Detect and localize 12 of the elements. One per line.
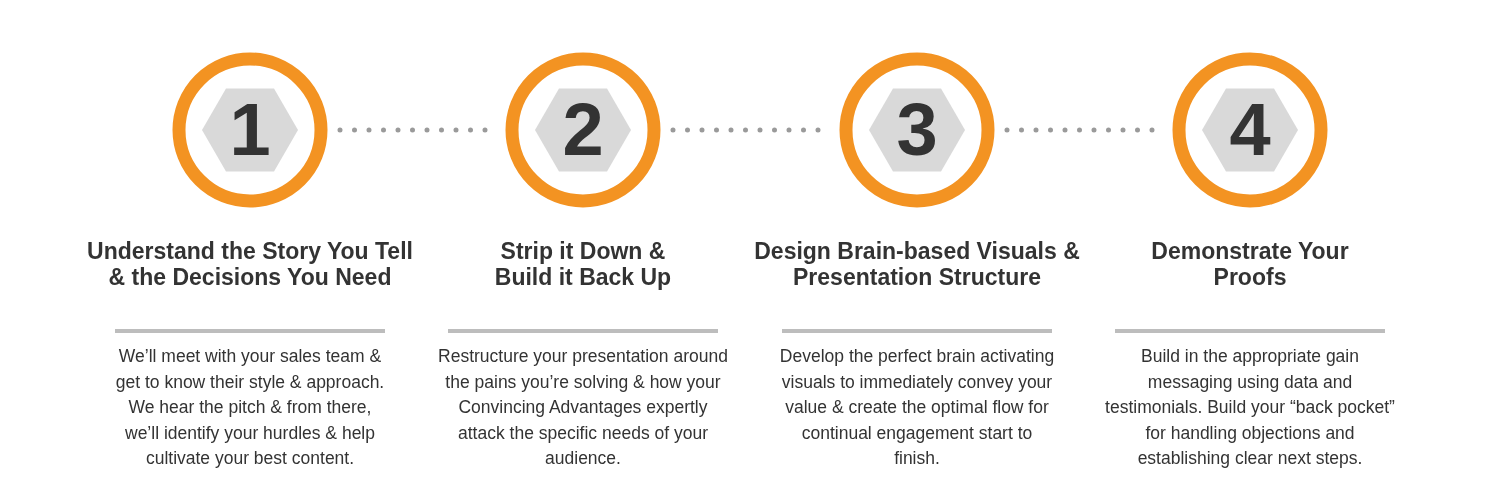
step-description: Build in the appropriate gain messaging using data and testimonials. Build your “back pocket” for handling objections and establishing clear next steps.: [1104, 345, 1396, 470]
step-description: Restructure your presentation around the pains you’re solving & how your Convincing Advantages expertly attack the specific needs of your audience.: [437, 345, 729, 470]
step-heading: Demonstrate Your Proofs: [1150, 238, 1350, 290]
step-number: 3: [895, 87, 939, 173]
step-description: Develop the perfect brain activating visuals to immediately convey your value & create the optimal flow for continual engagement start to finish.: [779, 345, 1055, 470]
step-number: 4: [1228, 87, 1272, 173]
step-heading: Design Brain-based Visuals & Presentation Structure: [753, 238, 1081, 290]
step-heading: Understand the Story You Tell & the Decisions You Need: [86, 238, 414, 290]
step-number: 1: [228, 87, 272, 173]
step-description: We’ll meet with your sales team & get to know their style & approach. We hear the pitch & from there, we’ll identify your hurdles & help cultivate your best content.: [114, 345, 386, 470]
step-heading: Strip it Down & Build it Back Up: [493, 238, 673, 290]
step-number: 2: [561, 87, 605, 173]
